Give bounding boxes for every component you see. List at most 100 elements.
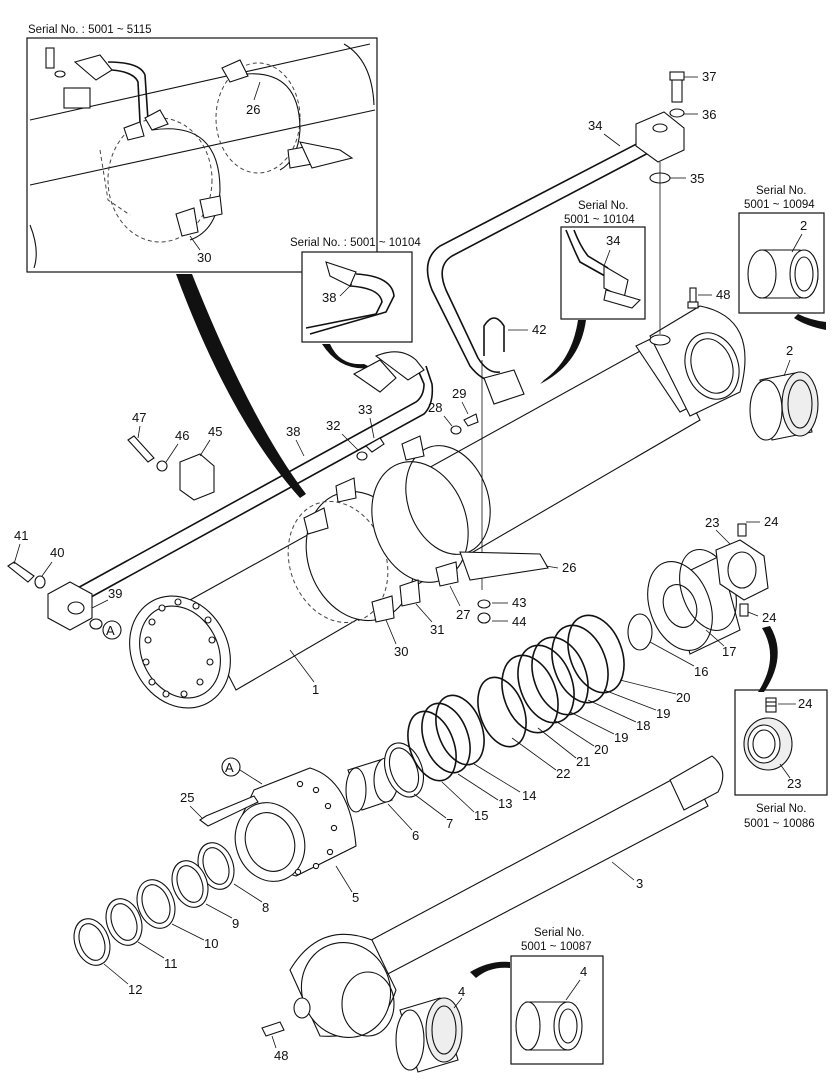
callout-26-detail: 26	[246, 102, 260, 117]
callout-5: 5	[352, 890, 359, 905]
callout-44: 44	[512, 614, 526, 629]
callout-7: 7	[446, 816, 453, 831]
detail-box-nut-23: 24 23 Serial No. 5001 ~ 10086	[734, 689, 828, 830]
svg-text:A: A	[225, 760, 234, 775]
detail-box-pipe-34: Serial No. 5001 ~ 10104 34	[560, 200, 646, 320]
callout-20-a: 20	[676, 690, 690, 705]
detail-box-bushing-4: Serial No. 5001 ~ 10087 4	[510, 927, 604, 1065]
callout-3: 3	[636, 876, 643, 891]
callout-30-detail: 30	[197, 250, 211, 265]
detail-pointer-bushing-4	[470, 961, 510, 978]
callout-13: 13	[498, 796, 512, 811]
callout-labels: 37 36 34 35 48 2 42 29 28 33 32 47 46 45…	[13, 69, 793, 1063]
callout-9: 9	[232, 916, 239, 931]
callout-34-detail: 34	[606, 233, 620, 248]
callout-4-detail: 4	[580, 964, 587, 979]
piston-rod-3	[289, 755, 724, 1039]
callout-24-b: 24	[762, 610, 776, 625]
callout-38: 38	[286, 424, 300, 439]
callout-28: 28	[428, 400, 442, 415]
callout-2-detail: 2	[800, 218, 807, 233]
detail-pointer-pipe-38	[322, 344, 372, 369]
callout-19-a: 19	[656, 706, 670, 721]
callout-17: 17	[722, 644, 736, 659]
bolt-37-washer-36-oring-35	[649, 71, 685, 334]
piston-seal-rings-18-to-22	[477, 614, 625, 748]
rod-cover-5	[234, 767, 357, 882]
callout-35: 35	[690, 171, 704, 186]
serial-note-bush-4-line1: Serial No.	[534, 927, 585, 939]
callout-22: 22	[556, 766, 570, 781]
callout-1: 1	[312, 682, 319, 697]
callout-34: 34	[588, 118, 602, 133]
clamp-bands-30-31	[287, 435, 549, 624]
detail-pointer-bushing-2	[794, 314, 826, 330]
serial-note-bush-4-line2: 5001 ~ 10087	[521, 941, 592, 953]
callout-30: 30	[394, 644, 408, 659]
callout-45: 45	[208, 424, 222, 439]
bolt-25	[199, 795, 259, 827]
callout-41: 41	[14, 528, 28, 543]
callout-4: 4	[458, 984, 465, 999]
seal-rings-8-to-12	[73, 842, 235, 966]
nut-23-setscrews-24	[715, 523, 769, 617]
callout-23: 23	[705, 515, 719, 530]
callout-8: 8	[262, 900, 269, 915]
callout-12: 12	[128, 982, 142, 997]
callout-48-top: 48	[716, 287, 730, 302]
serial-note-nut-23-line1: Serial No.	[756, 803, 807, 815]
bolts-32-33-28-29	[356, 413, 479, 461]
callout-18: 18	[636, 718, 650, 733]
callout-29: 29	[452, 386, 466, 401]
detail-pointer-pipe-34	[540, 320, 586, 384]
detail-box-pipe-38: Serial No. : 5001 ~ 10104 38	[290, 237, 421, 343]
serial-note-pipe-34-line2: 5001 ~ 10104	[564, 214, 635, 226]
callout-2: 2	[786, 343, 793, 358]
detail-box-clamp-serial-5115: Serial No. : 5001 ~ 5115 26 30	[26, 24, 378, 273]
callout-24-detail: 24	[798, 696, 812, 711]
detail-pointer-nut-23	[758, 626, 778, 692]
callout-37: 37	[702, 69, 716, 84]
detail-box-bushing-2: Serial No. 5001 ~ 10094 2	[738, 185, 825, 314]
bolt-41-washer-40	[7, 561, 46, 589]
callout-31: 31	[430, 622, 444, 637]
bushing-4	[395, 997, 463, 1073]
callout-15: 15	[474, 808, 488, 823]
flange-39	[47, 581, 103, 631]
svg-text:A: A	[106, 623, 115, 638]
callout-38-detail: 38	[322, 290, 336, 305]
callout-19-b: 19	[614, 730, 628, 745]
callout-42: 42	[532, 322, 546, 337]
callout-33: 33	[358, 402, 372, 417]
serial-note-nut-23-line2: 5001 ~ 10086	[744, 818, 815, 830]
callout-32: 32	[326, 418, 340, 433]
serial-note-pipe-34-line1: Serial No.	[578, 200, 629, 212]
serial-note-pipe-38: Serial No. : 5001 ~ 10104	[290, 237, 421, 249]
callout-26: 26	[562, 560, 576, 575]
callout-46: 46	[175, 428, 189, 443]
seal-rings-6-7-13-14-15	[345, 694, 485, 813]
callout-16: 16	[694, 664, 708, 679]
callout-10: 10	[204, 936, 218, 951]
serial-note-top-left: Serial No. : 5001 ~ 5115	[28, 24, 152, 36]
callout-25: 25	[180, 790, 194, 805]
callout-27: 27	[456, 607, 470, 622]
callout-43: 43	[512, 595, 526, 610]
grease-nipple-48-top	[687, 287, 699, 309]
callout-6: 6	[412, 828, 419, 843]
callout-39: 39	[108, 586, 122, 601]
bushing-2	[749, 371, 819, 441]
callout-40: 40	[50, 545, 64, 560]
callout-23-detail: 23	[787, 776, 801, 791]
pipe-34	[426, 111, 685, 405]
bolt-47-washer-46-bracket-45	[127, 435, 215, 501]
pipe-38	[73, 351, 434, 603]
callout-21: 21	[576, 754, 590, 769]
serial-note-bush-2-line2: 5001 ~ 10094	[744, 199, 815, 211]
callout-47: 47	[132, 410, 146, 425]
callout-36: 36	[702, 107, 716, 122]
callout-14: 14	[522, 788, 536, 803]
serial-note-bush-2-line1: Serial No.	[756, 185, 807, 197]
